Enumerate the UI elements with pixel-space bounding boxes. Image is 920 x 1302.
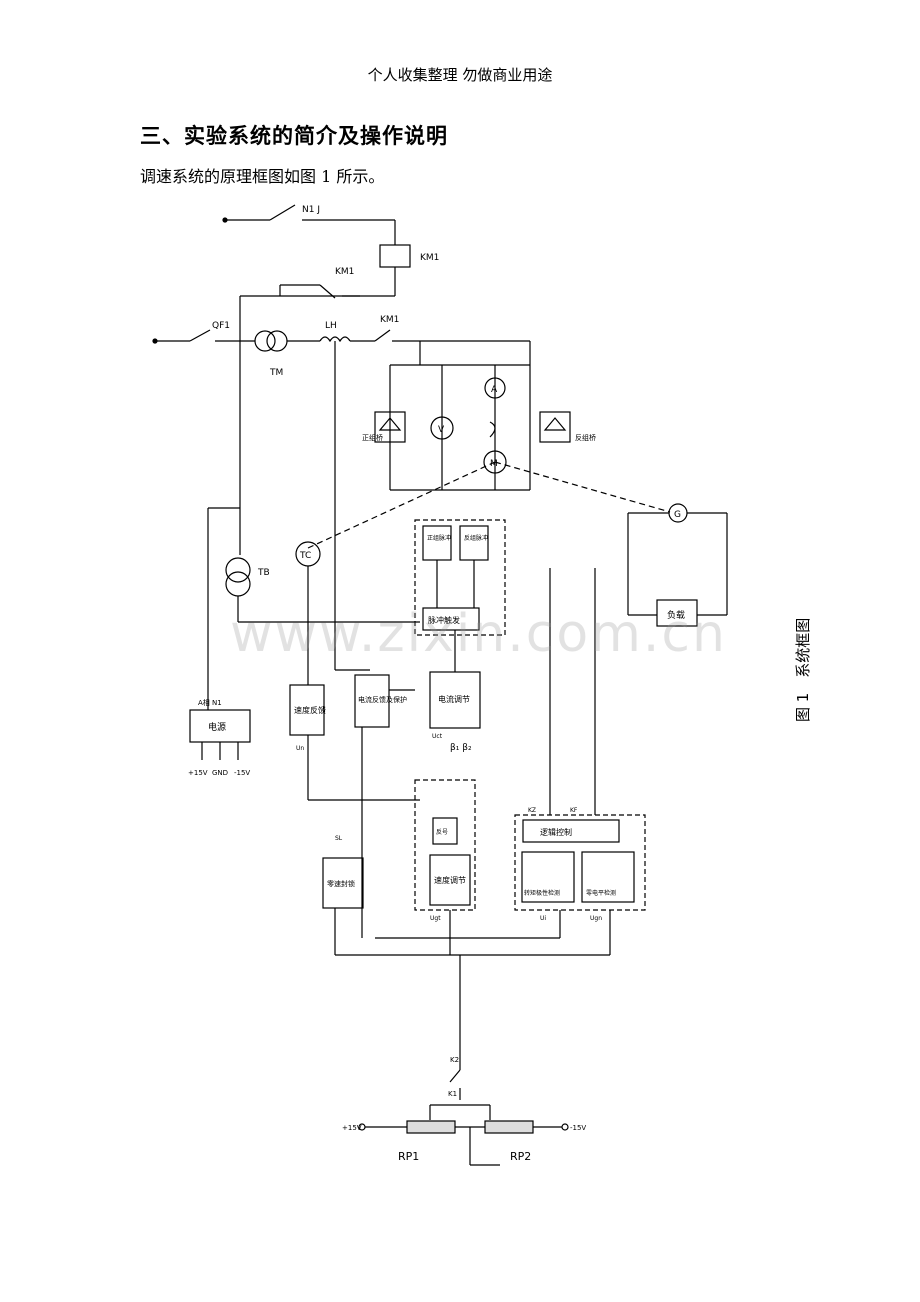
m15-label: -15V [234,769,250,777]
tc-label: TC [299,551,311,561]
ugt-label: Ugt [430,915,441,922]
v-meter-label: V [438,425,445,435]
speed-reg-label: 速度调节 [434,875,466,885]
uct-label: Uct [432,733,443,740]
ui-label: Ui [540,915,546,922]
rp1-label: RP1 [398,1150,419,1163]
intro-text: 调速系统的原理框图如图 1 所示。 [140,167,385,186]
an1-label: A相 N1 [198,698,222,707]
sl-label: SL [335,835,343,842]
fwd-pulse-label: 正组脉冲 [427,534,451,542]
section-title: 三、实验系统的简介及操作说明 [140,124,448,148]
kf-label: KF [570,807,578,814]
load-label: 负载 [667,609,685,621]
ugn-label: Ugn [590,915,602,922]
tb-label: TB [257,568,270,578]
zero-lock-label: 零速封锁 [327,879,355,888]
motor-label: M [490,459,498,469]
a-meter-label: A [491,385,498,395]
figure-caption-text: 图 1 系统框图 [794,617,812,722]
lh-label: LH [325,321,337,331]
fwd-bridge-label: 正组桥 [362,433,383,442]
page-header: 个人收集整理 勿做商业用途 [367,66,553,84]
kz-label: KZ [528,807,536,814]
gnd-label: GND [212,769,228,777]
rev-bridge-label: 反组桥 [575,433,596,442]
k1-label: K1 [448,1090,457,1098]
rev-pulse-label: 反组脉冲 [464,534,488,542]
k2-label: K2 [450,1056,459,1064]
generator-label: G [674,510,681,520]
km1-main-label: KM1 [380,315,399,325]
un-label: Un [296,745,304,752]
rp2-label: RP2 [510,1150,531,1163]
speed-fb-label: 速度反馈 [294,705,326,715]
n1j-label: N1 J [302,205,320,215]
km1-contact-label: KM1 [335,267,354,277]
torque-det-label: 转矩极性检测 [524,889,560,897]
vminus-label: -15V [570,1124,586,1132]
current-reg-label: 电流调节 [438,694,470,704]
figure-caption: 图 1 系统框图 [788,612,818,732]
logic-ctrl-label: 逻辑控制 [540,827,572,837]
reverse-label: 反号 [436,828,448,836]
km1-coil-label: KM1 [420,253,439,263]
beta-label: β₁ β₂ [450,743,472,753]
p15-label: +15V [188,769,208,777]
vplus-label: +15V [342,1124,362,1132]
current-fb-label: 电流反馈及保护 [358,695,407,704]
pulse-trigger-label: 脉冲触发 [428,615,460,625]
qf1-label: QF1 [212,321,230,331]
power-source-label: 电源 [208,721,226,733]
tm-label: TM [269,368,283,378]
zero-det-label: 零电平检测 [586,889,616,897]
system-block-diagram: N1 J KM1 KM1 QF1 TM LH KM1 正组桥 反组桥 V A M [152,204,728,1166]
